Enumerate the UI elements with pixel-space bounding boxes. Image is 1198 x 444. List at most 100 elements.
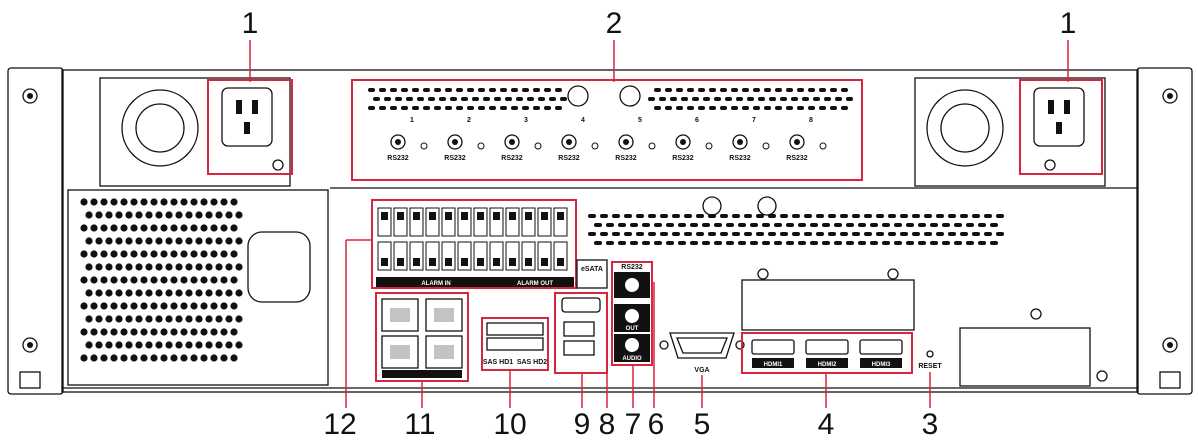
- callout-7: 7: [625, 408, 642, 439]
- power-inlet-right: [1033, 87, 1085, 147]
- grille-hole: [90, 302, 98, 310]
- grille-hole: [115, 341, 123, 349]
- grille-hole: [150, 302, 158, 310]
- lower-vent-slot: [870, 241, 878, 245]
- lower-thumbscrew-right: [757, 196, 777, 216]
- grille-hole: [155, 289, 163, 297]
- grille-hole: [130, 328, 138, 336]
- grille-hole: [235, 315, 243, 323]
- module-vent-slot: [450, 97, 457, 101]
- callout-1-right: 1: [1060, 7, 1077, 40]
- module-vent-slot: [791, 97, 798, 101]
- grille-hole: [180, 328, 188, 336]
- module-vent-slot: [703, 97, 710, 101]
- lower-vent-slot: [924, 214, 932, 218]
- module-vent-slot: [368, 88, 375, 92]
- grille-hole: [120, 302, 128, 310]
- grille-hole: [100, 224, 108, 232]
- module-vent-slot: [742, 106, 749, 110]
- grille-hole: [125, 315, 133, 323]
- module-vent-slot: [461, 97, 468, 101]
- lower-vent-slot: [774, 241, 782, 245]
- usb-port-1: [563, 321, 595, 337]
- lower-vent-slot: [954, 241, 962, 245]
- ear-screw-bottom-right-core: [1167, 342, 1173, 348]
- grille-hole: [110, 250, 118, 258]
- grille-hole: [115, 211, 123, 219]
- module-vent-slot: [467, 106, 474, 110]
- lower-vent-slot: [684, 232, 692, 236]
- lower-vent-slot: [666, 223, 674, 227]
- lower-vent-slot: [732, 214, 740, 218]
- grille-hole: [150, 354, 158, 362]
- rs232-port: [504, 134, 520, 150]
- alarm-terminal-bottom: [553, 241, 568, 271]
- ear-screw-bottom-left: [22, 337, 38, 353]
- module-vent-slot: [819, 106, 826, 110]
- rs232-port: [561, 134, 577, 150]
- lower-vent-slot: [774, 223, 782, 227]
- rs232-indicator: [762, 142, 770, 150]
- grille-hole: [145, 263, 153, 271]
- grille-hole: [105, 211, 113, 219]
- right-plate-screw-top: [1030, 308, 1042, 320]
- grille-hole: [90, 276, 98, 284]
- hdmi3-label-bar: [860, 358, 902, 368]
- lower-vent-slot: [672, 232, 680, 236]
- vga-screw-right: [735, 340, 745, 350]
- grille-hole: [210, 250, 218, 258]
- module-vent-slot: [401, 106, 408, 110]
- grille-hole: [125, 263, 133, 271]
- alarm-terminal-top: [393, 207, 408, 237]
- rs232-port: [675, 134, 691, 150]
- module-vent-slot: [813, 97, 820, 101]
- alarm-terminal-top: [521, 207, 536, 237]
- alarm-block: ALARM IN ALARM OUT: [371, 199, 577, 289]
- module-vent-slot: [665, 106, 672, 110]
- module-vent-slot: [544, 106, 551, 110]
- sas-hd2-label: SAS HD2: [517, 359, 547, 366]
- lower-vent-slot: [960, 214, 968, 218]
- right-blank-plate: [959, 327, 1091, 387]
- grille-hole: [110, 276, 118, 284]
- grille-hole: [185, 237, 193, 245]
- grille-hole: [165, 237, 173, 245]
- lower-vent-slot: [990, 241, 998, 245]
- grille-hole: [210, 328, 218, 336]
- rs232-indicator: [705, 142, 713, 150]
- module-vent-slot: [764, 88, 771, 92]
- module-vent-slot: [665, 88, 672, 92]
- lower-panel: [588, 196, 1004, 245]
- grille-hole: [100, 302, 108, 310]
- lower-vent-slot: [846, 241, 854, 245]
- ear-screw-top-right-core: [1167, 93, 1173, 99]
- grille-hole: [225, 289, 233, 297]
- grille-hole: [230, 302, 238, 310]
- hdmi3-port: [859, 339, 903, 355]
- grille-hole: [210, 302, 218, 310]
- lower-vent-slot: [912, 214, 920, 218]
- lower-vent-slot: [900, 232, 908, 236]
- grille-hole: [160, 224, 168, 232]
- grille-hole: [105, 263, 113, 271]
- lower-vent-slot: [888, 214, 896, 218]
- rs232-port-label: RS232: [615, 155, 637, 162]
- lower-vent-slot: [936, 232, 944, 236]
- module-digit: 3: [524, 117, 528, 124]
- module-vent-slot: [830, 88, 837, 92]
- alarm-terminal-screw-bottom: [557, 258, 564, 266]
- rs232-port-label: RS232: [444, 155, 466, 162]
- usb-port-2: [563, 340, 595, 356]
- grille-hole: [220, 328, 228, 336]
- grille-hole: [225, 211, 233, 219]
- module-vent-slot: [731, 106, 738, 110]
- grille-hole: [205, 211, 213, 219]
- rs232-port-row: RS2321RS2322RS2323RS2324RS2325RS2326RS23…: [387, 117, 827, 162]
- module-vent-slot: [808, 88, 815, 92]
- lower-vent-slot: [900, 214, 908, 218]
- grille-hole: [80, 198, 88, 206]
- alarm-terminal-screw-top: [509, 212, 516, 220]
- grille-hole: [160, 198, 168, 206]
- left-rack-ear: [7, 67, 64, 395]
- grille-hole: [120, 198, 128, 206]
